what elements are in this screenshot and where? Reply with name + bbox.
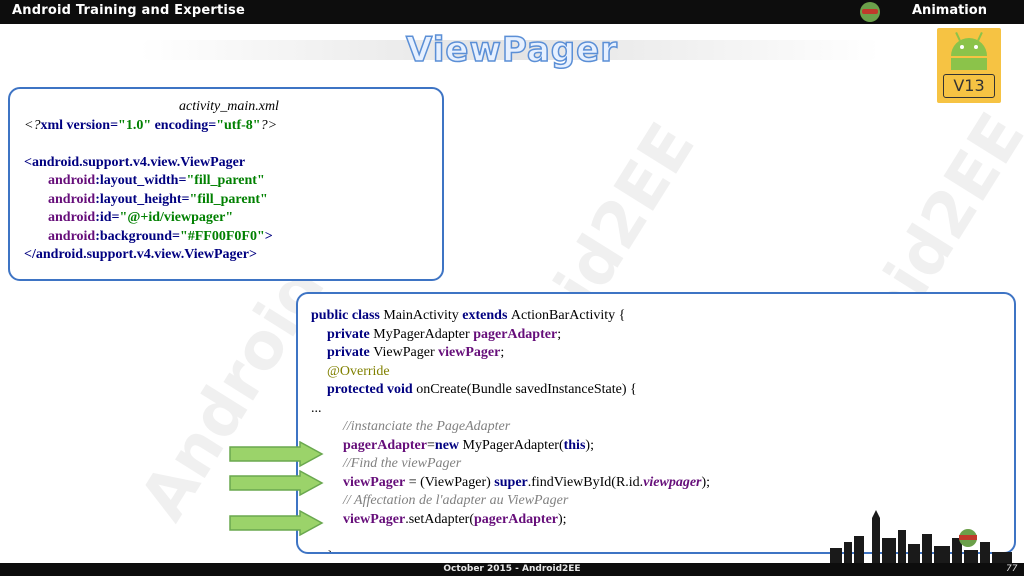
header-left-title: Android Training and Expertise — [12, 3, 246, 18]
arrow-right-icon — [229, 470, 324, 496]
java-line-class: public class MainActivity extends Action… — [311, 308, 626, 323]
android-robot-icon — [951, 38, 987, 56]
slide-title: ViewPager — [405, 29, 618, 71]
title-shadow — [140, 40, 880, 60]
version-label: V13 — [943, 74, 995, 98]
java-line-findviewbyid: viewPager = (ViewPager) super.findViewBy… — [343, 474, 711, 490]
header-bar: Android Training and Expertise Animation — [0, 0, 1024, 24]
footer-bar: October 2015 - Android2EE 77 — [0, 563, 1024, 576]
java-line-oncreate: protected void onCreate(Bundle savedInst… — [327, 382, 637, 397]
java-line-adapter-field: private MyPagerAdapter pagerAdapter; — [327, 326, 562, 342]
java-comment-instanciate: //instanciate the PageAdapter — [343, 419, 511, 434]
java-comment-affectation: // Affectation de l'adapter au ViewPager — [343, 493, 569, 508]
xml-close-tag: </android.support.v4.view.ViewPager> — [24, 247, 257, 262]
arrow-right-icon — [229, 441, 324, 467]
java-line-close-brace: } — [311, 548, 1001, 553]
xml-code-box: activity_main.xml <?xml version="1.0" en… — [8, 87, 444, 281]
xml-attr-width: android:layout_width="fill_parent" — [48, 173, 265, 188]
java-code-box: public class MainActivity extends Action… — [296, 292, 1016, 554]
xml-filename: activity_main.xml — [179, 99, 279, 114]
java-line-new-adapter: pagerAdapter=new MyPagerAdapter(this); — [343, 437, 594, 453]
java-line-setadapter: viewPager.setAdapter(pagerAdapter); — [343, 511, 567, 527]
android-version-badge: V13 — [937, 28, 1001, 103]
page-number: 77 — [1006, 564, 1018, 574]
header-right-title: Animation — [912, 3, 987, 18]
xml-attr-id: android:id="@+id/viewpager" — [48, 210, 234, 225]
ninja-mascot-icon — [860, 2, 880, 22]
java-line-ellipsis: ... — [311, 400, 322, 416]
java-comment-find: //Find the viewPager — [343, 456, 462, 471]
xml-declaration: <?xml version="1.0" encoding="utf-8"?> — [24, 117, 278, 133]
city-skyline-illustration — [830, 510, 1012, 564]
xml-attr-background: android:background="#FF00F0F0"> — [48, 228, 273, 244]
arrow-right-icon — [229, 510, 324, 536]
xml-open-tag: <android.support.v4.view.ViewPager — [24, 154, 246, 170]
java-line-override: @Override — [327, 363, 390, 379]
xml-attr-height: android:layout_height="fill_parent" — [48, 191, 268, 207]
footer-text: October 2015 - Android2EE — [443, 564, 581, 574]
java-line-viewpager-field: private ViewPager viewPager; — [327, 345, 505, 360]
